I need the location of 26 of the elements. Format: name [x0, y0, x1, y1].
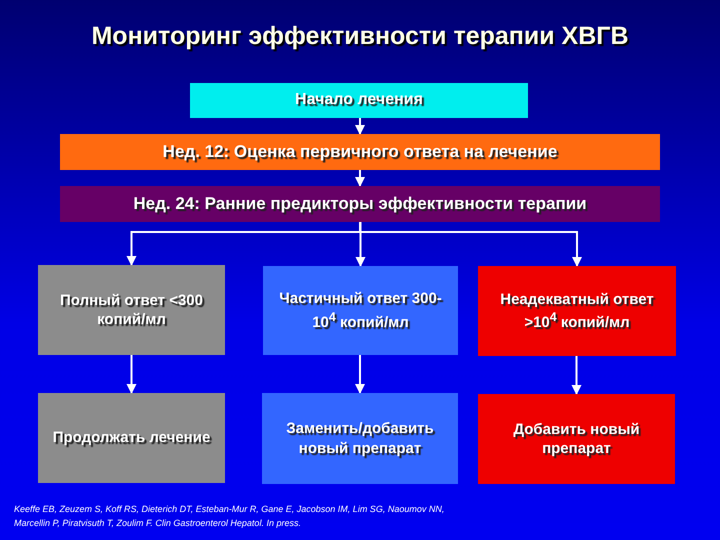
process-box	[38, 265, 225, 355]
arrow	[355, 170, 365, 187]
title: Мониторинг эффективности терапии ХВГВ	[90, 22, 630, 51]
node-label: Заменить/добавить новый препарат	[285, 419, 435, 458]
node-label: Нед. 24: Ранние предикторы эффективности терапии	[132, 192, 588, 215]
node-label: Полный ответ <300 копий/мл	[59, 290, 204, 330]
arrow	[126, 355, 136, 394]
arrow	[572, 356, 582, 395]
process-box	[478, 266, 676, 356]
process-box	[262, 393, 458, 484]
stage-bar	[60, 186, 660, 222]
stage-bar	[190, 83, 528, 118]
node-label: Неадекватный ответ >10$^{4}$ копий/мл	[499, 290, 655, 332]
node-label: Добавить новый препарат	[512, 420, 641, 458]
arrow	[356, 222, 366, 267]
node-label: Начало лечения	[294, 90, 424, 110]
node-label: Нед. 12: Оценка первичного ответа на лечение	[162, 140, 558, 163]
node-label: Частичный ответ 300-10$^{4}$ копий/мл	[278, 289, 443, 332]
process-box	[478, 394, 675, 484]
process-box	[263, 266, 458, 355]
node-label: Продолжать лечение	[52, 428, 212, 448]
stage-bar	[60, 134, 660, 170]
arrow	[355, 118, 365, 135]
citation: Keeffe EB, Zeuzem S, Koff RS, Dieterich DT, Esteban-Mur R, Gane E, Jacobson IM, Lim SG, Naoumov NN, Marcellin P, Piratvisuth T, Zoulim F. Clin Gastroenterol Hepatol. In press.	[14, 503, 446, 530]
arrow	[355, 355, 365, 394]
process-box	[38, 393, 225, 483]
